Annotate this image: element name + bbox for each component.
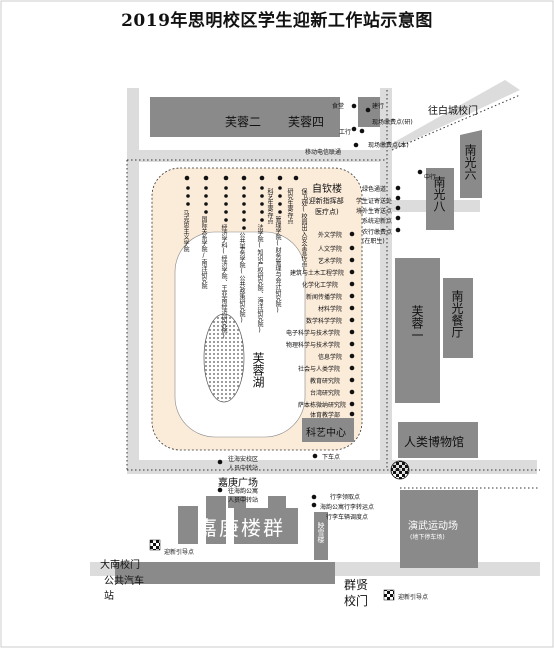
yanwu-stadium-building <box>400 490 478 568</box>
furong-lake-label: 芙蓉湖 <box>251 352 265 388</box>
nanguang8-label: 南光八 <box>432 176 446 212</box>
jiageng-square-label: 嘉庚广场 <box>218 478 258 489</box>
college-taiwan: 台湾研究院 <box>310 390 341 397</box>
right-station-boc: 中行 <box>424 174 437 181</box>
nanguang8-building <box>426 168 454 230</box>
furong4-label: 芙蓉四 <box>288 115 325 129</box>
right-station-student-card: 学生证寄送处 <box>356 198 393 205</box>
top-station-grad-payment: 现场缴费点(研) <box>372 119 413 126</box>
haiyun-campus-transfer: 往海安校区 <box>228 456 259 463</box>
column-management: 管理学院(财务管理与会计研究院) <box>274 216 281 314</box>
luggage-pickup: 行李领取点 <box>330 494 361 501</box>
column-security: 保卫处(校园出入安全宣传点) <box>300 188 307 274</box>
dotted-boundaries <box>126 90 540 489</box>
college-architecture: 建筑与土木工程学院 <box>290 270 345 277</box>
nanguang-canteen-label: 南光餐厅 <box>450 290 464 338</box>
column-law: 法学院(知识产权研究院、海洋研究院) <box>256 224 263 334</box>
college-electronics: 电子科学与技术学院 <box>286 330 341 337</box>
lake-island <box>203 313 245 403</box>
anthropology-museum-building <box>398 422 478 458</box>
top-station-canteen: 食堂 <box>332 103 345 110</box>
college-sociology: 社会与人类学院 <box>298 366 341 373</box>
yanwu-stadium-label: 演武运动场 <box>408 521 458 532</box>
map-title: 2019年思明校区学生迎新工作站示意图 <box>121 11 433 31</box>
anthropology-museum-label: 人类博物馆 <box>404 435 465 449</box>
baicheng-gate-label: 往白城校门 <box>428 106 478 117</box>
top-station-icbc: 工行 <box>339 129 352 136</box>
guide-point-right: 迎新引导点 <box>398 594 429 601</box>
yingxue-building-label: 映雪楼 <box>317 522 325 543</box>
column-intl-relations: 国际关系学院/南洋研究院 <box>200 216 207 289</box>
nanguang6-label: 南光六 <box>463 144 477 180</box>
college-arts: 艺术学院 <box>318 258 343 265</box>
right-station-abc: 农行缴费点(在职生) <box>362 229 393 245</box>
drop-off-point: 下车点 <box>322 454 341 461</box>
guide-point-left: 迎新引导点 <box>164 549 195 556</box>
danan-gate-label: 大南校门 <box>100 560 140 571</box>
column-public-affairs: 公共事务学院(公共政策研究院) <box>238 232 245 324</box>
college-education: 教育研究院 <box>310 378 341 385</box>
column-grad-storage: 研究生寄存点 <box>286 188 293 224</box>
right-station-overseas: 境外生寄送点 <box>356 208 393 215</box>
furong1-building <box>395 258 440 403</box>
college-journalism: 新闻传播学院 <box>306 294 343 301</box>
college-materials: 材料学院 <box>318 306 343 313</box>
jiageng-building-group <box>178 496 298 544</box>
zijin-note1: (迎新指挥部 <box>306 197 344 205</box>
bottom-left-building <box>115 562 335 584</box>
furong2-building <box>150 97 340 137</box>
qunxian-gate-label: 群贤校门 <box>344 578 369 608</box>
college-pen-tung-sah: 萨本栋微纳研究院 <box>298 402 347 409</box>
yingxue-building <box>314 512 328 560</box>
column-marxism: 马克思主义学院 <box>182 210 189 252</box>
danan-bus-label: 公共汽车站 <box>104 576 144 602</box>
jiageng-group-label: 嘉庚楼群 <box>197 516 285 540</box>
guide-marker-right <box>383 589 395 601</box>
station-dots <box>184 103 423 508</box>
column-economics: 经济学科(经济学院、王亚南经济研究院) <box>220 224 227 340</box>
haiyun-apartments-transfer: 往海韵公寓 <box>228 488 259 495</box>
college-physics: 物理科学与技术学院 <box>286 342 341 349</box>
college-foreign-languages: 外文学院 <box>318 232 343 239</box>
college-mathematics: 数学科学学院 <box>306 318 343 325</box>
haiyun-apartments-transfer-2: 人员中转站 <box>228 497 259 504</box>
keyi-center-label: 科艺中心 <box>306 428 346 439</box>
college-chemistry: 化学化工学院 <box>302 282 339 289</box>
top-station-ug-payment: 现场缴费点(本) <box>368 142 409 149</box>
top-station-ccb: 建行 <box>372 103 385 110</box>
guide-marker-left <box>149 539 161 551</box>
column-art-storage: 科艺生寄存点 <box>266 188 273 224</box>
college-information: 信息学院 <box>318 354 343 361</box>
nanguang6-building <box>460 130 482 198</box>
yanwu-stadium-note: (地下停车场) <box>410 534 445 541</box>
haiyun-campus-transfer-2: 人员中转站 <box>228 465 259 472</box>
furong1-label: 芙蓉一 <box>410 305 424 341</box>
college-physical-education: 体育教学部 <box>310 412 341 419</box>
luggage-transfer: 海韵公寓行李转运点 <box>320 504 375 511</box>
luggage-dispatch: 行李车辆调度点 <box>326 514 369 521</box>
furong2-label: 芙蓉二 <box>225 115 262 129</box>
college-humanities: 人文学院 <box>318 246 343 253</box>
nanguang-canteen-building <box>443 278 473 358</box>
top-station-telecom: 移动电信联通 <box>305 149 342 156</box>
route-dot-lines <box>186 186 355 417</box>
checker-circle-marker <box>390 460 410 480</box>
zijin-building-label: 自钦楼 <box>312 184 342 195</box>
keyi-center-building <box>302 418 354 442</box>
right-station-green-channel: 绿色通道 <box>362 186 387 193</box>
zijin-note2: 医疗点) <box>315 208 339 216</box>
right-station-system: 系统迎新点 <box>362 218 393 225</box>
